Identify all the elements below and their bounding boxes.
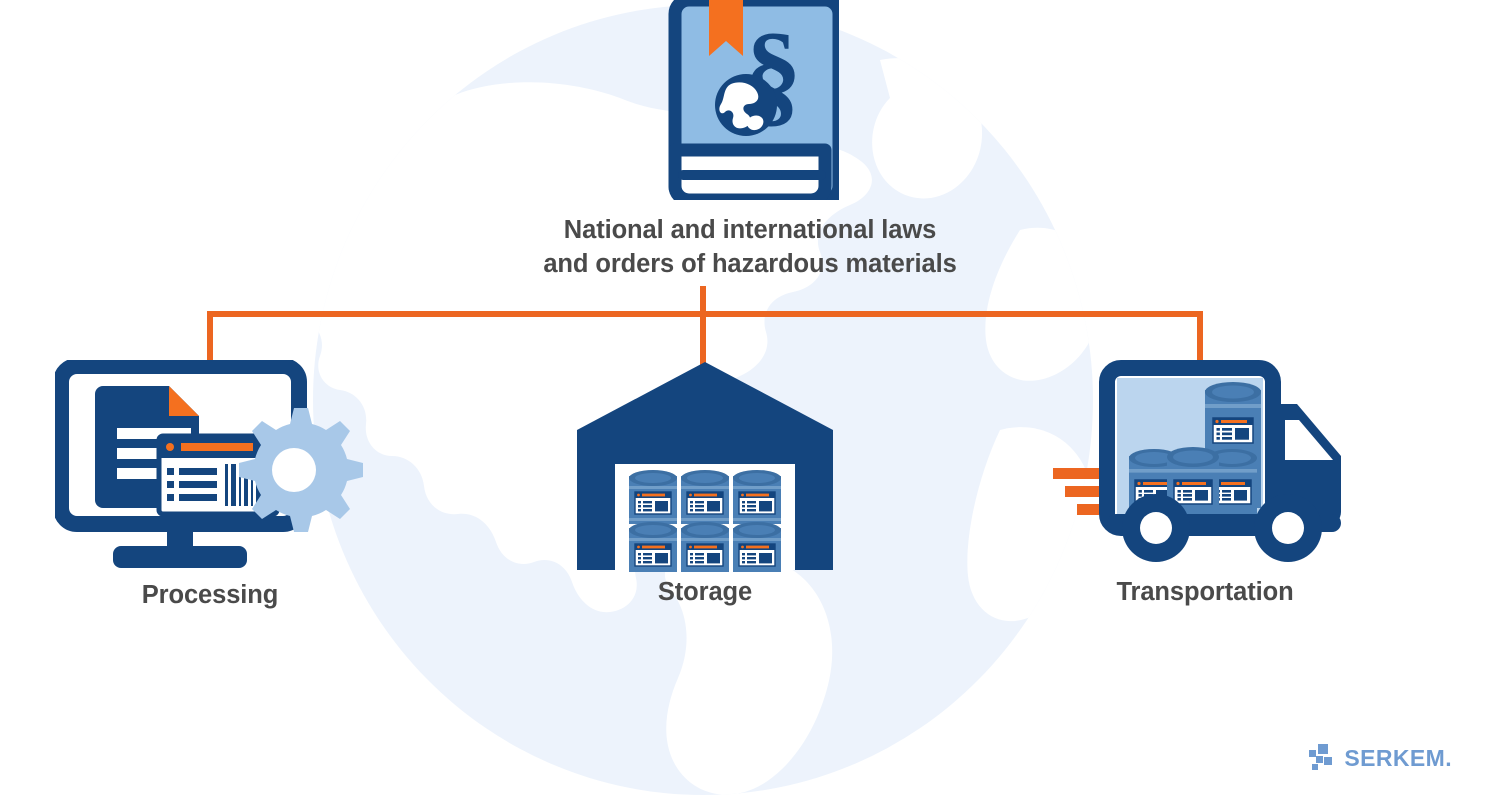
branch-node-transportation[interactable]: Transportation [1030, 360, 1380, 607]
barrel [733, 470, 781, 524]
caption-line-1: National and international laws [563, 216, 937, 244]
brand-wordmark: SERKEM. [1344, 744, 1452, 771]
barrel [681, 522, 729, 572]
monitor-document-gear-icon [55, 360, 363, 568]
label-title-bar [181, 443, 253, 451]
monitor-base [113, 546, 247, 568]
document-folded-corner [169, 386, 199, 416]
warehouse-barrels-icon [577, 362, 833, 572]
delivery-truck-barrels-icon [1053, 360, 1341, 562]
caption-line-2: and orders of hazardous materials [543, 249, 957, 278]
barrel [629, 522, 677, 572]
root-node-laws: § National and international laws and or… [0, 0, 1500, 282]
gear-center-hole [272, 448, 316, 492]
truck-wheel-rear [1122, 494, 1190, 562]
gear-icon [239, 408, 363, 532]
barrel [733, 522, 781, 572]
barrel-group-storage [629, 470, 781, 572]
label-status-dot [166, 443, 174, 451]
truck-wheel-front [1254, 494, 1322, 562]
branch-node-storage[interactable]: Storage [540, 360, 870, 607]
book-globe-icon [715, 74, 777, 136]
bookmark-ribbon-icon [709, 0, 743, 56]
branch-label-processing: Processing [141, 581, 279, 609]
law-book-globe-icon: § [661, 0, 846, 207]
branch-node-processing[interactable]: Processing [30, 360, 390, 610]
barrel [1167, 447, 1219, 519]
barrel [1205, 382, 1261, 508]
truck-cab-window [1285, 420, 1333, 460]
serkem-squares-logo-icon [1309, 744, 1333, 770]
branch-label-transportation: Transportation [1116, 578, 1294, 606]
brand-logo[interactable]: SERKEM. [1309, 744, 1452, 772]
barrel-group-truck [1129, 382, 1261, 519]
root-node-caption: National and international laws and orde… [0, 214, 1500, 282]
barrel [629, 470, 677, 524]
branch-label-storage: Storage [657, 578, 753, 606]
barrel [681, 470, 729, 524]
speed-lines-icon [1053, 468, 1099, 515]
barrel [1207, 449, 1257, 518]
